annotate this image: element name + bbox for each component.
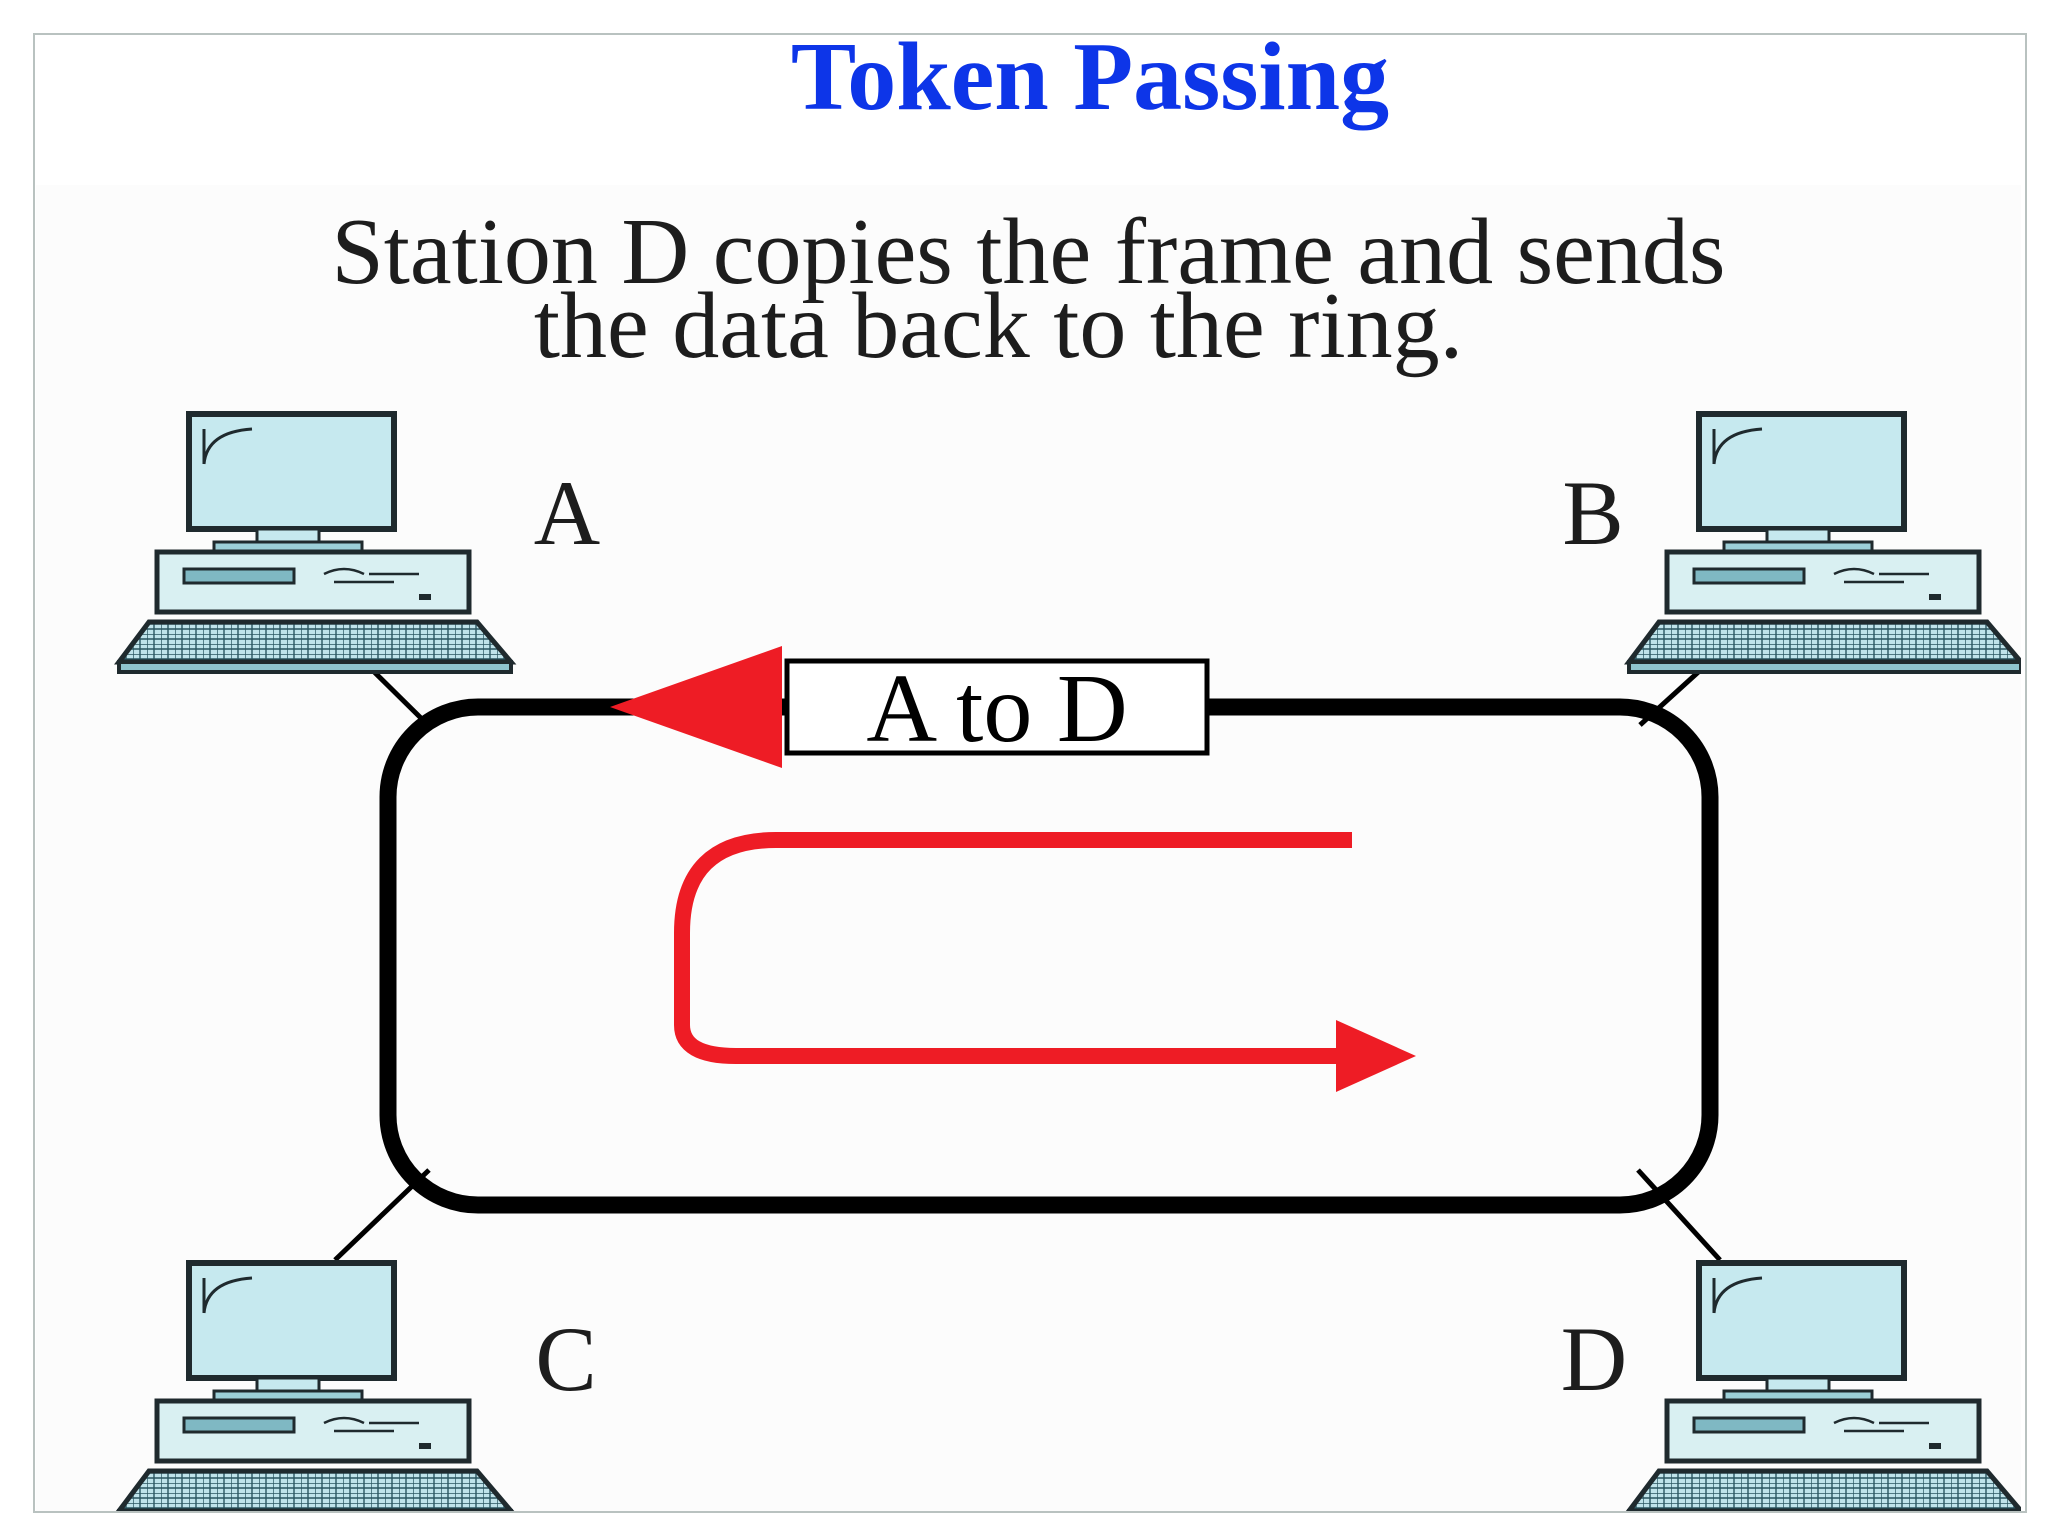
token-arrow-icon [610, 646, 782, 768]
link-d [1636, 1168, 1722, 1262]
station-c-label: C [535, 1308, 596, 1410]
slide-title: Token Passing [790, 23, 1390, 131]
station-b-label: B [1562, 462, 1623, 564]
slide-frame [33, 33, 2027, 1513]
caption-line-1: Station D copies the frame and sends [331, 200, 1726, 304]
station-d-computer-icon [1629, 1263, 2021, 1511]
frame-label: A to D [866, 655, 1127, 763]
station-a-label: A [534, 462, 600, 564]
frame-label-box [784, 658, 1210, 756]
token-passing-figure: Station D copies the frame and sends the… [36, 185, 2021, 1511]
ring [379, 698, 1719, 1214]
station-a-computer-icon [119, 414, 511, 672]
caption-line-2: the data back to the ring. [533, 274, 1464, 378]
u-turn-arrow-icon [674, 832, 1356, 1064]
ring-network-diagram: A to D A B C D [36, 185, 2021, 1511]
station-c-computer-icon [119, 1263, 511, 1511]
arrow-head-icon [1336, 1020, 1416, 1092]
station-b-computer-icon [1629, 414, 2021, 672]
station-d-label: D [1561, 1308, 1627, 1410]
